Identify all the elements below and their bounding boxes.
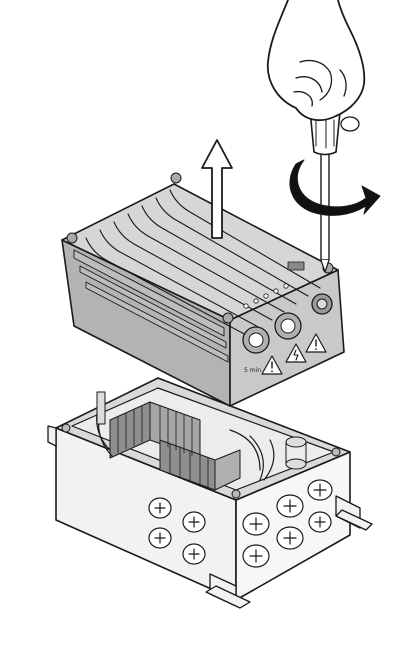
front-connectors xyxy=(242,312,302,354)
inner-bushing xyxy=(285,436,307,448)
terminal-strip xyxy=(109,401,241,491)
internal-wires xyxy=(96,397,275,481)
standoff-post xyxy=(96,391,106,425)
status-leds xyxy=(243,283,289,309)
electronics-cover: 5 min xyxy=(61,172,345,407)
rim-screw-left xyxy=(61,423,71,433)
cable-gland-icon xyxy=(311,293,333,315)
fin-ridges xyxy=(73,249,229,363)
nameplate xyxy=(287,261,305,271)
cover-label: 5 min xyxy=(244,367,261,374)
hand-icon xyxy=(266,0,366,132)
rotate-arrow-icon xyxy=(289,159,381,216)
mounting-feet xyxy=(47,425,373,609)
rim-screw-right xyxy=(331,447,341,457)
rim-screw-front xyxy=(231,489,241,499)
screwdriver-icon xyxy=(309,105,341,273)
cooling-fins xyxy=(85,189,321,337)
warning-triangle-icon xyxy=(261,333,327,375)
connection-box-base xyxy=(47,377,373,609)
lift-up-arrow-icon xyxy=(201,139,233,239)
cover-top-face xyxy=(61,183,339,321)
